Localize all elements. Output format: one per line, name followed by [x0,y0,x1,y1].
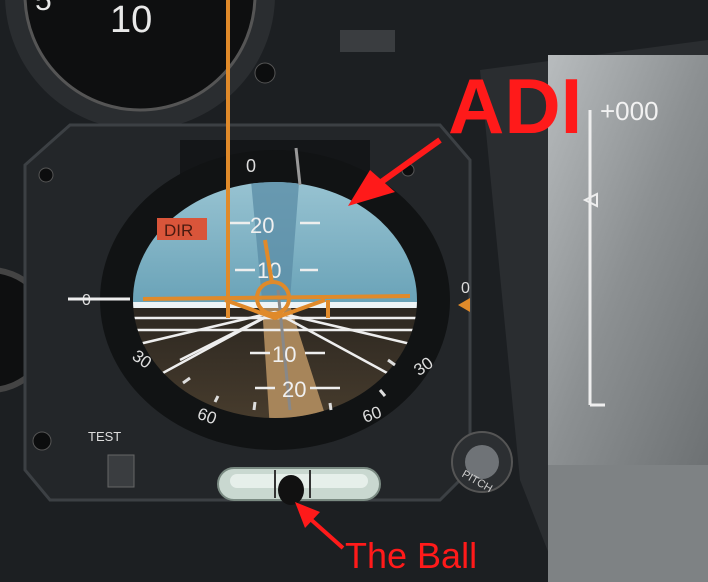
side-index-right: 0 [461,280,470,297]
hud-readout: +000 [600,96,659,126]
test-switch[interactable] [107,454,135,488]
ball-annotation-label: The Ball [345,535,477,576]
adi-annotation: ADI [348,62,582,206]
aircraft-symbol [142,0,411,321]
arrow-icon [295,502,320,528]
gauge-value: 10 [110,0,152,41]
pitch-knob[interactable]: PITCH [451,431,513,495]
bank-index-zero: 0 [246,156,256,176]
gauge-partial-value: 5 [35,0,52,17]
hud-display: +000 [480,40,708,582]
panel-lamp [340,30,395,52]
dir-flag [157,218,207,240]
dir-flag-text: DIR [164,221,193,240]
pitch-label-down-20: 20 [282,377,306,402]
adi-instrument: 20 10 10 20 DIR 0 0 0 [23,0,472,502]
test-label: TEST [88,429,121,444]
ball [278,475,304,505]
ball-annotation: The Ball [295,502,477,576]
adi-annotation-label: ADI [448,62,582,150]
pitch-label-down-10: 10 [272,342,296,367]
pitch-label-up-20: 20 [250,213,274,238]
top-left-gauge: 10 5 [5,0,275,130]
slip-indicator [217,467,381,505]
pitch-trim-pointer [458,298,470,312]
arrow-icon [348,170,395,206]
